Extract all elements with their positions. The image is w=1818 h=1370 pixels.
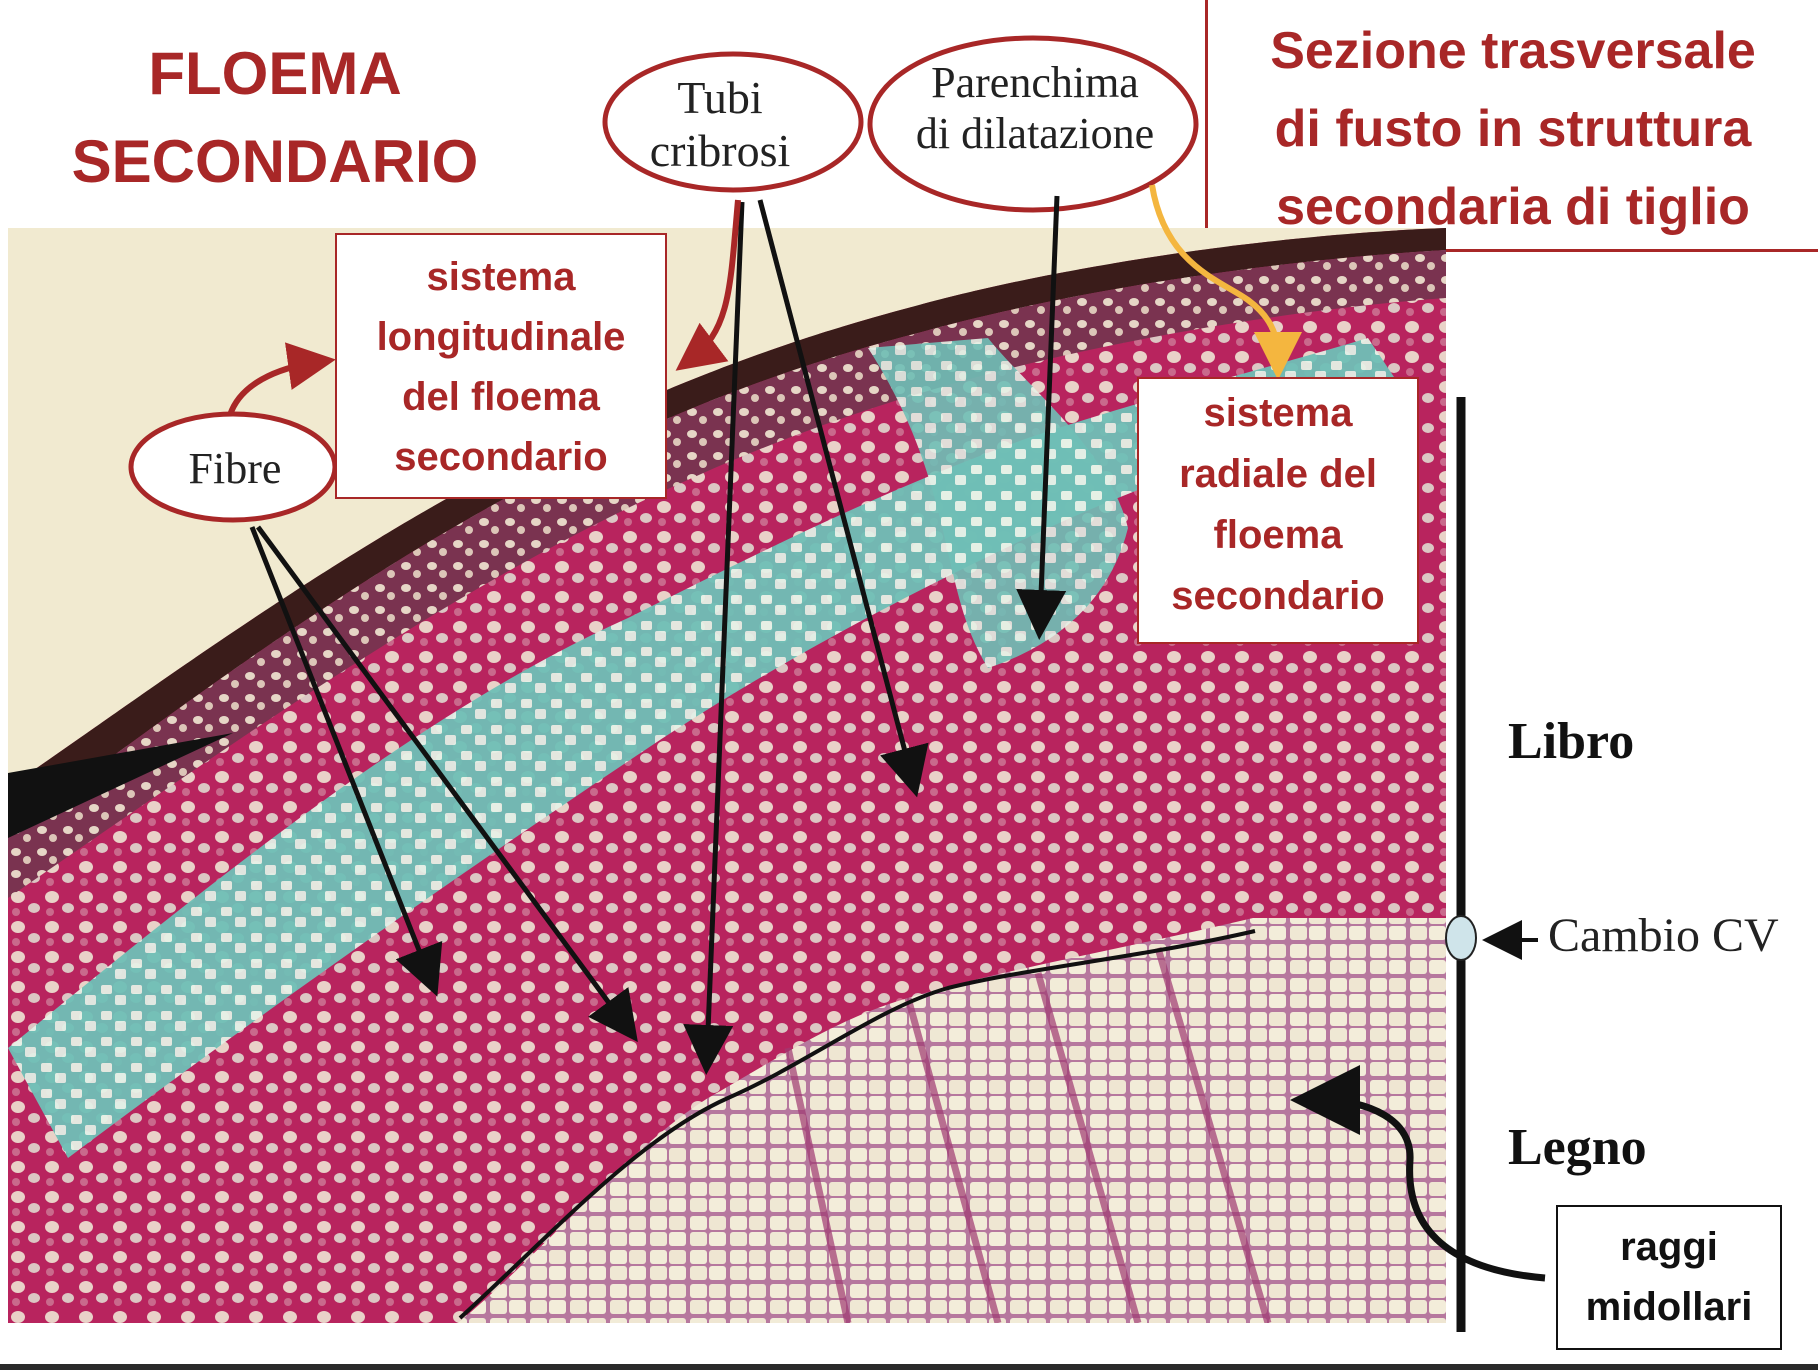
section-title-line: Sezione trasversale <box>1270 22 1756 80</box>
arrow-fibre-2 <box>255 525 638 1043</box>
label-line: sistema <box>426 255 576 299</box>
bottom-divider <box>0 1364 1818 1370</box>
page-title: FLOEMA SECONDARIO <box>40 30 510 206</box>
longitudinal-system-box: sistema longitudinale del floema seconda… <box>335 233 667 499</box>
label-line: midollari <box>1585 1285 1753 1329</box>
arrow-tubi-1 <box>683 201 745 1075</box>
arrow-fibre-to-longitudinale <box>227 342 336 417</box>
arrow-raggi-midollari <box>1290 1065 1546 1282</box>
radial-system-box: sistema radiale del floema secondario <box>1137 377 1419 644</box>
cambio-marker <box>1445 915 1477 961</box>
label-line: del floema <box>402 375 600 419</box>
label-cambio: Cambio CV <box>1548 909 1779 962</box>
label-libro: Libro <box>1508 713 1635 770</box>
label-line: secondario <box>394 435 608 479</box>
label-parenchima: Parenchima di dilatazione <box>880 58 1190 159</box>
label-line: floema <box>1213 513 1343 557</box>
label-line: raggi <box>1620 1225 1718 1269</box>
title-line: SECONDARIO <box>71 128 479 195</box>
label-line: cribrosi <box>649 124 791 176</box>
label-line: radiale del <box>1179 452 1377 496</box>
arrow-fibre-1 <box>249 526 443 997</box>
label-line: Tubi <box>677 72 763 123</box>
section-title-line: di fusto in struttura <box>1274 100 1752 158</box>
label-line: longitudinale <box>376 315 626 359</box>
tubi-cribrosi-oval <box>602 51 864 193</box>
label-line: di dilatazione <box>915 108 1155 158</box>
label-line: Parenchima <box>931 58 1139 107</box>
raggi-midollari-box: raggi midollari <box>1556 1205 1782 1350</box>
arrow-parenchima-to-radiale <box>1149 184 1302 380</box>
label-fibre: Fibre <box>188 444 282 493</box>
arrow-tubi-to-longitudinale <box>675 199 741 371</box>
arrow-parenchima <box>1016 195 1067 640</box>
label-line: secondario <box>1171 574 1385 618</box>
arrow-tubi-2 <box>757 199 929 798</box>
label-line: sistema <box>1203 391 1353 435</box>
section-title-box: Sezione trasversale di fusto in struttur… <box>1205 0 1818 252</box>
parenchima-oval <box>867 35 1199 213</box>
label-tubi-cribrosi: Tubi cribrosi <box>620 72 820 178</box>
label-legno: Legno <box>1508 1119 1647 1176</box>
title-line: FLOEMA <box>148 40 402 107</box>
section-title-line: secondaria di tiglio <box>1276 178 1750 236</box>
